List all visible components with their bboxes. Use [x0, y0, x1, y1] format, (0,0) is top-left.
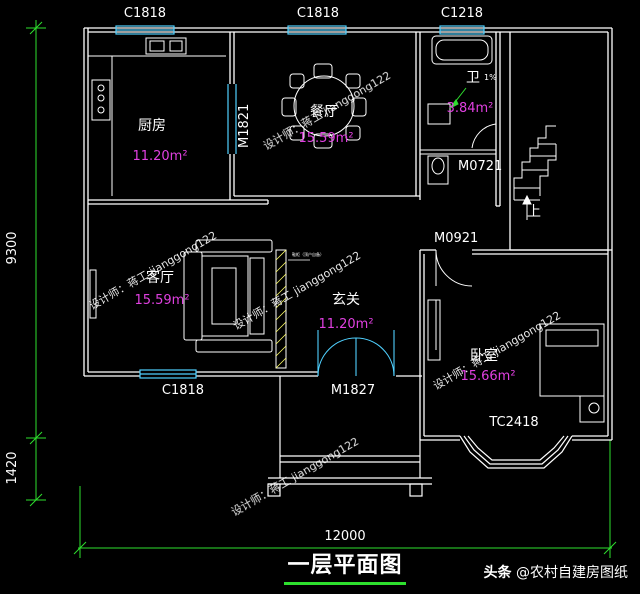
sofa-set	[89, 239, 273, 353]
source-account: @农村自建房图纸	[516, 565, 628, 581]
window-label-top-right: C1218	[441, 6, 483, 21]
drawing-title: 一层平面图	[280, 552, 410, 588]
room-name-bathroom: 卫	[466, 70, 480, 86]
dimension-porch-depth: 1420	[5, 451, 20, 484]
window-label-bay: TC2418	[488, 415, 538, 430]
room-name-dining: 餐厅	[310, 104, 338, 120]
room-name-kitchen: 厨房	[138, 118, 166, 134]
room-name-foyer: 玄关	[332, 291, 360, 308]
windows	[115, 25, 485, 379]
watermark-5: 设计师：蒋工 jianggong122	[229, 435, 361, 519]
room-area-bedroom: 15.66m²	[460, 369, 515, 384]
bedroom-furniture	[427, 299, 605, 423]
bathroom-fixtures	[420, 35, 496, 185]
bathroom-slope: 1%	[484, 73, 497, 82]
room-area-living: 15.59m²	[134, 293, 189, 308]
interior-doors	[435, 123, 497, 350]
window-label-top-left: C1818	[124, 6, 166, 21]
drawing-title-text: 一层平面图	[287, 553, 403, 578]
door-label-entrance: M1827	[331, 383, 375, 398]
room-area-dining: 15.59m²	[298, 131, 353, 146]
title-underline	[284, 582, 406, 585]
dimension-total-height: 9300	[5, 231, 20, 264]
area-arrows	[449, 87, 467, 109]
source-attribution: 头条 @农村自建房图纸	[484, 562, 628, 582]
walls	[83, 27, 613, 441]
door-label-kitchen-dining: M1821	[237, 104, 252, 148]
source-platform: 头条	[483, 565, 512, 581]
window-label-top-middle: C1818	[297, 6, 339, 21]
dimension-total-width: 12000	[324, 529, 365, 544]
room-name-bedroom: 卧室	[470, 347, 498, 364]
room-area-kitchen: 11.20m²	[132, 149, 187, 164]
porch	[267, 376, 432, 497]
door-label-bathroom: M0721	[458, 159, 502, 174]
bay-window	[459, 435, 573, 469]
room-area-bathroom: 3.84m²	[447, 101, 494, 116]
stair-label: 上	[527, 204, 541, 220]
room-name-living: 客厅	[146, 269, 174, 286]
stairs	[513, 125, 557, 220]
dining-table	[281, 63, 367, 149]
shoe-cabinet	[275, 249, 310, 369]
dimension-lines	[26, 20, 617, 558]
entrance-door	[317, 330, 395, 377]
cabinet-note: 鞋柜（顶户自备）	[292, 251, 324, 257]
window-label-living: C1818	[162, 383, 204, 398]
kitchen-fixtures	[88, 37, 226, 196]
room-area-foyer: 11.20m²	[318, 317, 373, 332]
door-label-bedroom: M0921	[434, 231, 478, 246]
